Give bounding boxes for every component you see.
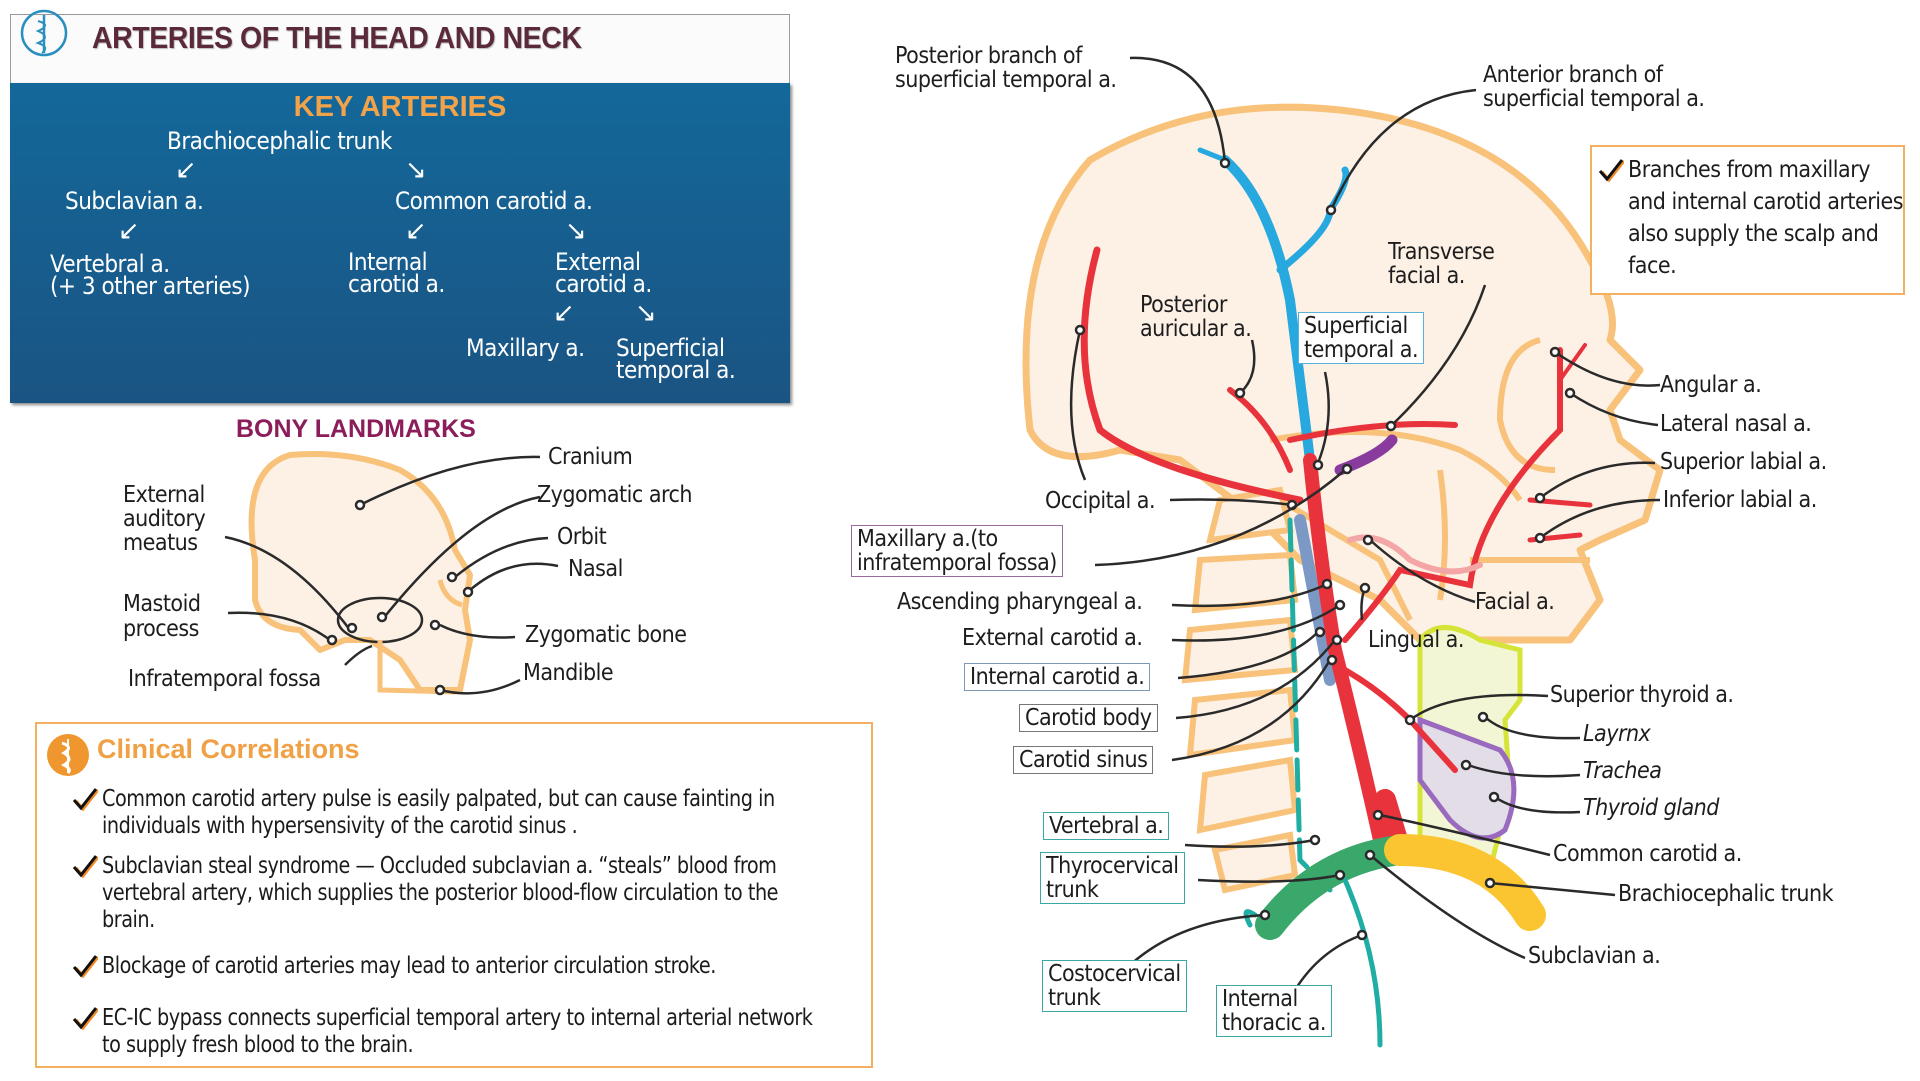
arrow-left-icon: ↙	[405, 216, 427, 246]
label-lingual: Lingual a.	[1368, 627, 1464, 653]
title-bar	[10, 14, 790, 83]
key-arteries-panel: KEY ARTERIES Brachiocephalic trunk ↙ ↘ S…	[10, 83, 790, 403]
key-node-common-carotid: Common carotid a.	[395, 187, 593, 215]
label-thyroid-gland: Thyroid gland	[1583, 795, 1719, 821]
key-arteries-heading: KEY ARTERIES	[293, 91, 507, 123]
key-node-internal-carotid: Internal carotid a.	[348, 248, 445, 298]
label-superior-thyroid: Superior thyroid a.	[1550, 682, 1734, 708]
label-zygomatic-arch: Zygomatic arch	[537, 482, 693, 508]
label-zygomatic-bone: Zygomatic bone	[525, 622, 687, 648]
label-occipital: Occipital a.	[1045, 488, 1156, 514]
clinical-heading: Clinical Correlations	[97, 734, 360, 764]
clinical-correlations-box	[35, 722, 873, 1068]
label-subclavian: Subclavian a.	[1528, 943, 1661, 969]
page-title: ARTERIES OF THE HEAD AND NECK	[92, 20, 582, 55]
checkmark-icon	[72, 855, 98, 879]
label-anterior-branch: Anterior branch of superficial temporal …	[1483, 62, 1705, 112]
label-mastoid-process: Mastoid process	[123, 591, 201, 642]
clinical-item: Subclavian steal syndrome — Occluded sub…	[72, 853, 862, 939]
label-larynx: Layrnx	[1583, 721, 1651, 747]
clinical-item: Blockage of carotid arteries may lead to…	[72, 953, 862, 983]
checkmark-icon	[72, 1007, 98, 1031]
label-internal-carotid: Internal carotid a.	[964, 663, 1151, 691]
caduceus-icon	[20, 9, 68, 57]
label-ascending-pharyngeal: Ascending pharyngeal a.	[897, 589, 1143, 615]
label-external-carotid: External carotid a.	[962, 625, 1143, 651]
label-common-carotid: Common carotid a.	[1553, 841, 1742, 867]
clinical-item: EC-IC bypass connects superficial tempor…	[72, 1005, 862, 1061]
key-node-subclavian: Subclavian a.	[65, 187, 204, 215]
label-carotid-body: Carotid body	[1019, 704, 1158, 732]
arrow-left-icon: ↙	[553, 298, 575, 328]
arrow-left-icon: ↙	[175, 155, 197, 185]
label-posterior-branch: Posterior branch of superficial temporal…	[895, 43, 1117, 93]
note-text: Branches from maxillary and internal car…	[1628, 157, 1904, 279]
label-orbit: Orbit	[557, 524, 607, 550]
label-brachiocephalic: Brachiocephalic trunk	[1618, 881, 1834, 907]
small-skull	[248, 451, 473, 695]
label-infratemporal-fossa: Infratemporal fossa	[128, 666, 321, 692]
key-node-brachiocephalic: Brachiocephalic trunk	[167, 127, 392, 155]
label-posterior-auricular: Posterior auricular a.	[1140, 292, 1252, 342]
key-node-superficial-temporal: Superficial temporal a.	[616, 334, 736, 384]
label-thyrocervical: Thyrocervical trunk	[1040, 852, 1185, 904]
arrow-right-icon: ↘	[565, 216, 587, 246]
label-facial: Facial a.	[1475, 589, 1555, 615]
checkmark-icon	[1598, 159, 1624, 183]
diagram-leader-lines	[1069, 56, 1661, 991]
label-cranium: Cranium	[548, 444, 633, 470]
label-nasal: Nasal	[568, 556, 623, 582]
clinical-caduceus-icon	[47, 734, 89, 776]
arrow-right-icon: ↘	[635, 298, 657, 328]
label-costocervical: Costocervical trunk	[1042, 960, 1187, 1012]
checkmark-icon	[72, 955, 98, 979]
label-inferior-labial: Inferior labial a.	[1663, 487, 1817, 513]
arrow-down-icon: ↙	[118, 216, 140, 246]
key-node-external-carotid: External carotid a.	[555, 248, 652, 298]
bony-leader-lines	[224, 455, 559, 696]
label-external-auditory-meatus: External auditory meatus	[123, 482, 206, 556]
label-trachea: Trachea	[1583, 758, 1662, 784]
note-box	[1590, 145, 1905, 295]
label-maxillary: Maxillary a.(to infratemporal fossa)	[851, 525, 1063, 577]
bony-landmarks-heading: BONY LANDMARKS	[236, 415, 476, 443]
label-mandible: Mandible	[523, 660, 614, 686]
label-carotid-sinus: Carotid sinus	[1013, 746, 1154, 774]
label-angular: Angular a.	[1660, 372, 1762, 398]
checkmark-icon	[72, 788, 98, 812]
label-transverse-facial: Transverse facial a.	[1388, 239, 1495, 289]
label-superficial-temporal: Superficial temporal a.	[1298, 312, 1425, 364]
label-internal-thoracic: Internal thoracic a.	[1216, 985, 1332, 1037]
key-node-vertebral: Vertebral a. (+ 3 other arteries)	[50, 250, 251, 300]
label-superior-labial: Superior labial a.	[1660, 449, 1827, 475]
label-lateral-nasal: Lateral nasal a.	[1660, 411, 1812, 437]
clinical-item: Common carotid artery pulse is easily pa…	[72, 786, 862, 846]
key-node-maxillary: Maxillary a.	[466, 334, 585, 362]
arrow-right-icon: ↘	[405, 155, 427, 185]
label-vertebral: Vertebral a.	[1043, 812, 1170, 840]
